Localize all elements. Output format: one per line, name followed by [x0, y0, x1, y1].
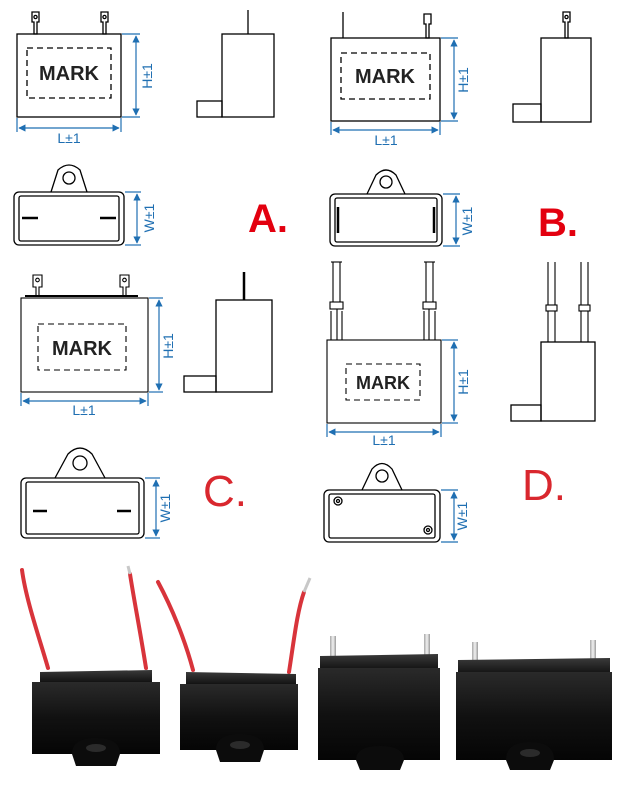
variant-b-height-dimension	[441, 37, 458, 122]
variant-a-width-dimension	[125, 191, 141, 246]
variant-c-top-view	[20, 447, 145, 539]
variant-a-height-dimension	[122, 33, 140, 118]
width-label: W±1	[141, 203, 157, 232]
product-photos	[20, 565, 612, 770]
width-label: W±1	[454, 501, 470, 530]
mark-label: MARK	[356, 373, 410, 393]
variant-d-top-view	[323, 462, 441, 543]
variant-b-front-view	[330, 12, 441, 122]
width-label: W±1	[157, 493, 173, 522]
variant-c-height-dimension	[149, 297, 163, 393]
variant-d-letter: D.	[522, 461, 566, 510]
variant-b-letter: B.	[538, 201, 578, 245]
capacitor-photo-4	[456, 640, 612, 770]
capacitor-photo-3	[318, 634, 440, 770]
variant-a-letter: A.	[248, 197, 288, 241]
variant-d: MARK L±1 H±1	[323, 261, 596, 543]
variant-c: MARK L±1 H±1	[20, 272, 273, 539]
length-label: L±1	[57, 130, 80, 146]
height-label: H±1	[455, 369, 471, 395]
variant-d-width-dimension	[441, 489, 458, 543]
variant-b-top-view	[329, 169, 443, 247]
capacitor-photo-1	[20, 565, 160, 766]
variant-d-front-view	[326, 261, 442, 424]
variant-c-side-view	[183, 272, 273, 393]
height-label: H±1	[455, 67, 471, 93]
variant-a-front-view	[16, 11, 122, 118]
variant-c-width-dimension	[145, 477, 160, 539]
variant-d-height-dimension	[442, 339, 458, 424]
mark-label: MARK	[355, 66, 416, 88]
variant-d-side-view	[510, 262, 596, 422]
height-label: H±1	[139, 63, 155, 89]
variant-c-length-dimension	[20, 393, 149, 406]
length-label: L±1	[72, 402, 95, 418]
height-label: H±1	[160, 333, 176, 359]
variant-a-top-view	[13, 164, 125, 246]
capacitor-photo-2	[156, 577, 312, 762]
mark-label: MARK	[52, 338, 113, 360]
variant-b-width-dimension	[443, 193, 460, 247]
variant-b: MARK L±1 H±1	[329, 11, 592, 247]
variant-a: MARK L±1 H±1	[13, 10, 288, 246]
width-label: W±1	[459, 206, 475, 235]
variant-c-front-view	[20, 274, 149, 393]
length-label: L±1	[372, 432, 395, 448]
mark-label: MARK	[39, 63, 100, 85]
variant-b-side-view	[512, 11, 592, 123]
length-label: L±1	[374, 132, 397, 148]
variant-b-length-dimension	[330, 122, 441, 135]
variant-a-side-view	[196, 10, 275, 118]
variant-c-letter: C.	[203, 467, 247, 516]
variant-a-length-dimension	[16, 118, 122, 132]
variant-d-length-dimension	[326, 424, 442, 437]
